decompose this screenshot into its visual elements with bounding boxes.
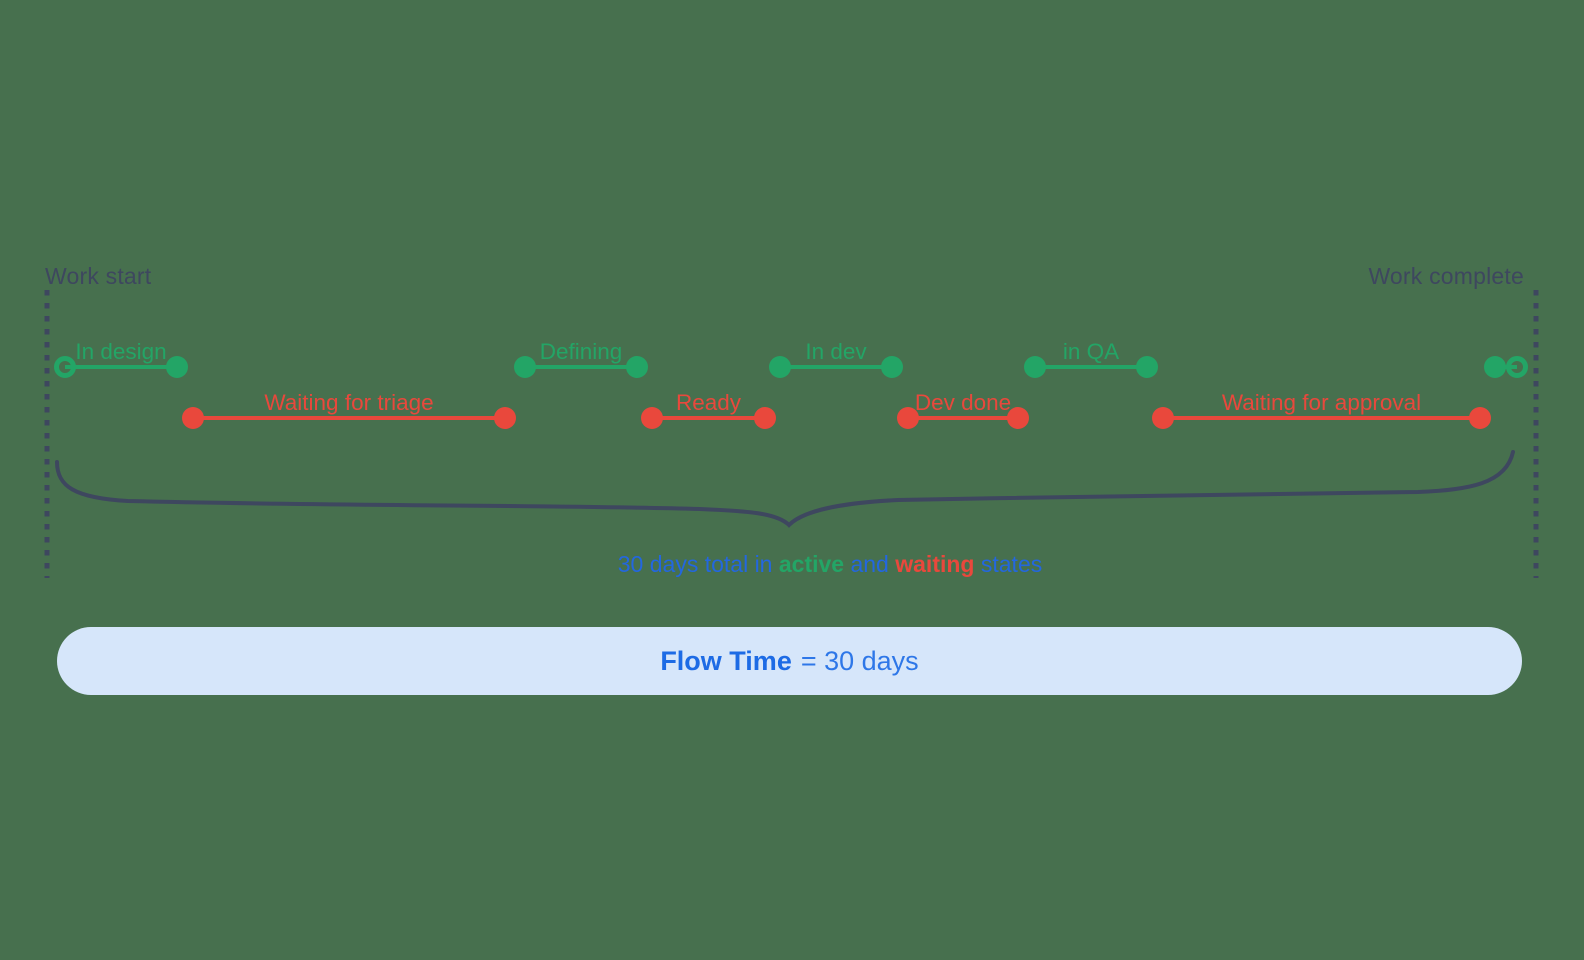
- active-open-dot: [54, 356, 76, 378]
- active-filled-dot: [166, 356, 188, 378]
- caption-part: waiting: [895, 551, 975, 577]
- caption-part: 30 days total in: [617, 551, 779, 577]
- active-open-dot: [1506, 356, 1528, 378]
- active-segment-label: Defining: [540, 339, 623, 364]
- flow-time-value: = 30 days: [800, 645, 919, 676]
- total-days-caption: 30 days total in active and waiting stat…: [618, 549, 1042, 579]
- waiting-filled-dot: [1007, 407, 1029, 429]
- active-filled-dot: [769, 356, 791, 378]
- waiting-segment-label: Ready: [676, 390, 742, 415]
- waiting-filled-dot: [641, 407, 663, 429]
- waiting-filled-dot: [1152, 407, 1174, 429]
- work-start-label: Work start: [45, 263, 152, 289]
- active-filled-dot: [1024, 356, 1046, 378]
- waiting-segment-label: Dev done: [915, 390, 1011, 415]
- waiting-segment-label: Waiting for approval: [1222, 390, 1421, 415]
- active-segment-label: in QA: [1063, 339, 1119, 364]
- waiting-segment-label: Waiting for triage: [264, 390, 433, 415]
- waiting-filled-dot: [754, 407, 776, 429]
- waiting-filled-dot: [897, 407, 919, 429]
- active-filled-dot: [881, 356, 903, 378]
- brace: [55, 450, 1515, 528]
- active-filled-dot: [1484, 356, 1506, 378]
- active-filled-dot: [626, 356, 648, 378]
- active-filled-dot: [514, 356, 536, 378]
- flow-time-pill: Flow Time = 30 days: [57, 627, 1522, 695]
- waiting-filled-dot: [1469, 407, 1491, 429]
- work-complete-label: Work complete: [1368, 263, 1524, 289]
- caption-part: active: [778, 551, 845, 577]
- caption-part: states: [974, 551, 1043, 577]
- waiting-filled-dot: [182, 407, 204, 429]
- waiting-filled-dot: [494, 407, 516, 429]
- active-segment-label: In dev: [805, 339, 867, 364]
- active-filled-dot: [1136, 356, 1158, 378]
- flow-time-label: Flow Time: [660, 645, 792, 676]
- caption-part: and: [844, 551, 896, 577]
- active-segment-label: In design: [75, 339, 166, 364]
